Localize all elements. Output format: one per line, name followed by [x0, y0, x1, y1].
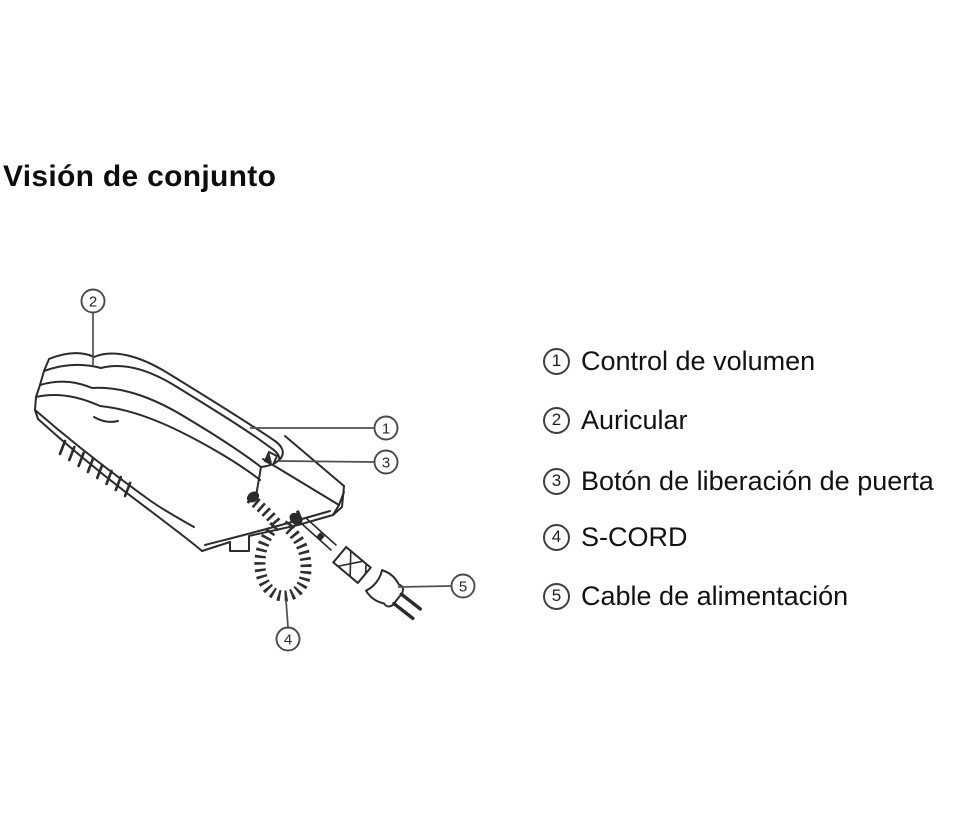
- legend-item-s-cord: 4 S-CORD: [543, 520, 688, 554]
- page-title: Visión de conjunto: [3, 160, 277, 193]
- legend-item-volume-control: 1 Control de volumen: [543, 344, 815, 378]
- legend-label-4: S-CORD: [581, 521, 688, 552]
- leader-line-4: [285, 599, 289, 628]
- legend-number-4: 4: [543, 523, 570, 551]
- phone-diagram: 2 1 3 4 5: [34, 288, 476, 652]
- callout-3-digit: 3: [382, 454, 390, 471]
- legend-number-3: 3: [543, 467, 570, 495]
- callout-1: 1: [373, 415, 399, 441]
- handset-drawing: [43, 352, 284, 468]
- coiled-cord-drawing: [246, 491, 312, 602]
- legend-label-3: Botón de liberación de puerta: [581, 465, 934, 496]
- leader-line-3: [278, 460, 375, 463]
- callout-3: 3: [373, 449, 399, 475]
- legend-item-handset: 2 Auricular: [543, 403, 688, 437]
- leader-line-5: [397, 585, 452, 588]
- legend-item-door-release: 3 Botón de liberación de puerta: [543, 464, 934, 498]
- legend-label-5: Cable de alimentación: [581, 580, 849, 611]
- legend-label-1: Control de volumen: [581, 345, 816, 376]
- leader-lines: [92, 313, 452, 628]
- callout-4-digit: 4: [284, 631, 292, 648]
- door-release-button-drawing: [264, 451, 278, 466]
- callout-2: 2: [80, 288, 106, 314]
- legend-number-5: 5: [543, 582, 570, 610]
- legend-number-2: 2: [543, 406, 570, 434]
- speaker-grille: [58, 439, 132, 498]
- callout-2-digit: 2: [89, 293, 97, 310]
- legend-item-power-cable: 5 Cable de alimentación: [543, 579, 848, 613]
- power-plug-drawing: [301, 518, 422, 621]
- callout-5-digit: 5: [459, 578, 467, 595]
- legend-label-2: Auricular: [581, 404, 688, 435]
- legend-number-1: 1: [543, 347, 570, 375]
- base-drawing: [34, 370, 345, 552]
- callout-4: 4: [275, 626, 301, 652]
- callout-1-digit: 1: [382, 420, 390, 437]
- callout-5: 5: [450, 573, 476, 599]
